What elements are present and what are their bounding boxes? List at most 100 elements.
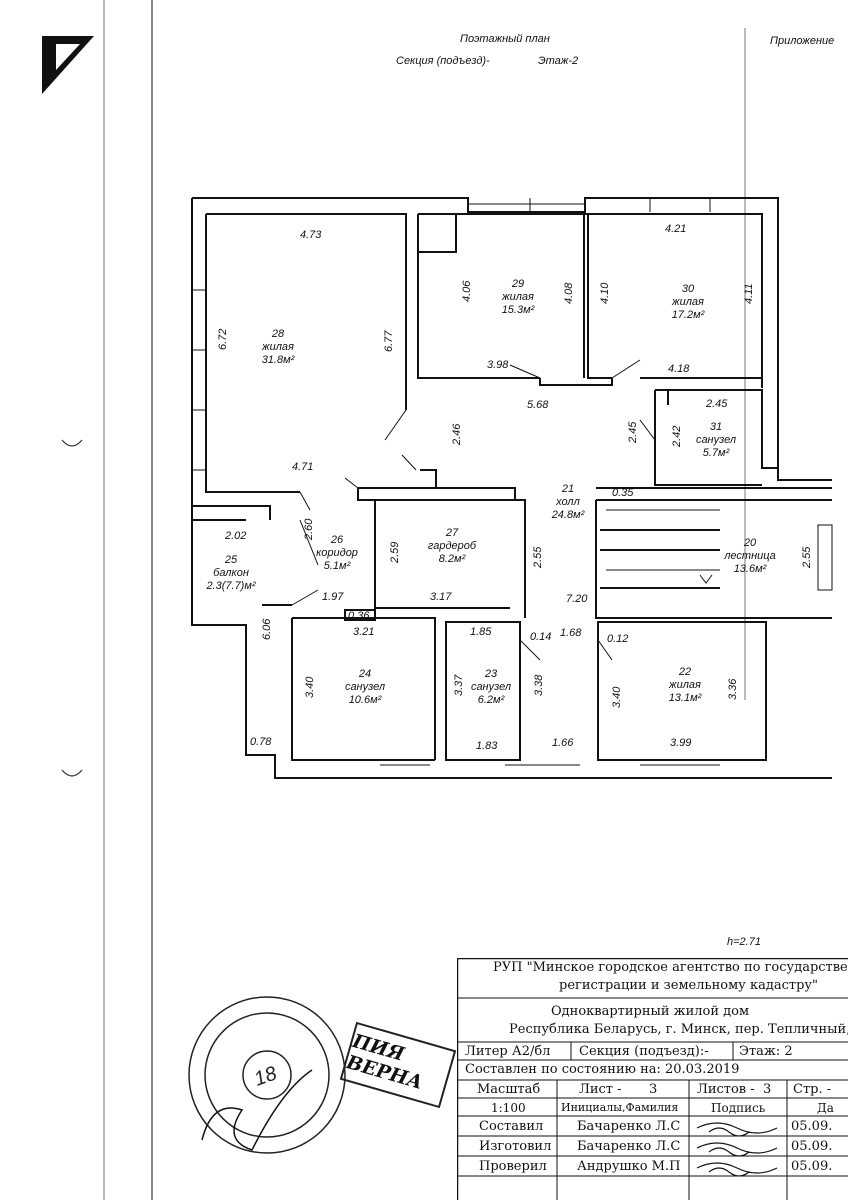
room-28-id: 28 xyxy=(271,328,285,340)
room-31-name: санузел xyxy=(695,434,737,446)
signature-header: Подпись xyxy=(711,1101,766,1115)
name-made: Бачаренко Л.С xyxy=(577,1139,681,1154)
room-23-name: санузел xyxy=(470,681,512,693)
role-checked: Проверил xyxy=(479,1159,547,1174)
room-31: 31 санузел 5.7м² xyxy=(683,421,749,460)
scale-value: 1:100 xyxy=(491,1101,526,1115)
room-29: 29 жилая 15.3м² xyxy=(483,278,553,317)
official-seal: 18 xyxy=(188,996,346,1154)
svg-text:1.83: 1.83 xyxy=(476,740,498,752)
svg-text:0.36: 0.36 xyxy=(348,610,370,622)
room-28: 28 жилая 31.8м² xyxy=(243,328,313,367)
room-22-area: 13.1м² xyxy=(668,692,702,704)
room-29-id: 29 xyxy=(511,278,525,290)
svg-text:4.11: 4.11 xyxy=(743,283,755,304)
svg-text:3.98: 3.98 xyxy=(487,359,509,371)
room-20-name: лестница xyxy=(724,550,776,562)
room-26-id: 26 xyxy=(330,534,344,546)
svg-text:2.45: 2.45 xyxy=(705,398,728,410)
room-30: 30 жилая 17.2м² xyxy=(653,283,723,322)
svg-text:4.06: 4.06 xyxy=(461,280,473,302)
room-29-name: жилая xyxy=(502,291,534,303)
svg-text:1.66: 1.66 xyxy=(552,737,574,749)
svg-text:4.08: 4.08 xyxy=(563,282,575,304)
room-27-name: гардероб xyxy=(427,540,477,552)
room-24-name: санузел xyxy=(344,681,386,693)
svg-text:3.38: 3.38 xyxy=(533,674,545,696)
svg-text:6.77: 6.77 xyxy=(383,330,395,352)
svg-text:4.10: 4.10 xyxy=(599,282,611,304)
svg-text:2.45: 2.45 xyxy=(627,421,639,444)
room-25-area: 2.3(7.7)м² xyxy=(206,580,256,592)
ceiling-height-note: h=2.71 xyxy=(727,936,761,948)
room-24-id: 24 xyxy=(358,668,372,680)
room-24: 24 санузел 10.6м² xyxy=(330,668,400,707)
svg-text:3.21: 3.21 xyxy=(353,626,374,638)
object-address: Республика Беларусь, г. Минск, пер. Тепл… xyxy=(509,1022,848,1037)
room-21-id: 21 xyxy=(561,483,575,495)
room-31-area: 5.7м² xyxy=(702,447,730,459)
names-header: Инициалы,Фамилия xyxy=(561,1101,679,1114)
room-26-area: 5.1м² xyxy=(323,560,351,572)
title-block-grid xyxy=(457,958,848,1200)
svg-text:5.68: 5.68 xyxy=(527,399,549,411)
room-26: 26 коридор 5.1м² xyxy=(302,534,372,573)
room-30-area: 17.2м² xyxy=(671,309,705,321)
room-30-id: 30 xyxy=(681,283,695,295)
svg-text:2.42: 2.42 xyxy=(671,426,683,448)
org-line-2: регистрации и земельному кадастру" xyxy=(559,978,819,993)
svg-text:0.12: 0.12 xyxy=(607,633,628,645)
room-23-id: 23 xyxy=(484,668,498,680)
liter-label: Литер А2/бл xyxy=(465,1044,551,1059)
date-composed: 05.09. xyxy=(791,1119,833,1134)
room-27: 27 гардероб 8.2м² xyxy=(417,527,487,566)
room-25-id: 25 xyxy=(224,554,238,566)
object-name: Одноквартирный жилой дом xyxy=(551,1004,750,1019)
svg-text:7.20: 7.20 xyxy=(566,593,588,605)
room-22-id: 22 xyxy=(678,666,692,678)
room-22-name: жилая xyxy=(669,679,701,691)
page-header: Стр. - xyxy=(793,1082,832,1097)
svg-text:3.17: 3.17 xyxy=(430,591,452,603)
svg-text:4.71: 4.71 xyxy=(292,461,313,473)
svg-text:6.06: 6.06 xyxy=(261,618,273,640)
svg-text:3.37: 3.37 xyxy=(453,674,465,696)
room-31-id: 31 xyxy=(709,421,723,433)
room-20: 20 лестница 13.6м² xyxy=(715,537,785,576)
svg-text:0.14: 0.14 xyxy=(530,631,551,643)
room-20-id: 20 xyxy=(743,537,757,549)
svg-text:2.60: 2.60 xyxy=(303,518,315,541)
room-28-area: 31.8м² xyxy=(261,354,295,366)
room-25: 25 балкон 2.3(7.7)м² xyxy=(196,554,266,593)
sheet-number: 3 xyxy=(649,1082,658,1097)
date-checked: 05.09. xyxy=(791,1159,833,1174)
svg-text:3.36: 3.36 xyxy=(727,678,739,700)
room-22: 22 жилая 13.1м² xyxy=(650,666,720,705)
section-label: Секция (подъезд)- xyxy=(396,55,490,67)
svg-text:6.72: 6.72 xyxy=(217,329,229,350)
org-line-1: РУП "Минское городское агентство по госу… xyxy=(493,960,848,975)
room-26-name: коридор xyxy=(316,547,358,559)
section-value: Секция (подъезд):- xyxy=(579,1044,709,1059)
floor-value: Этаж: 2 xyxy=(739,1044,793,1059)
scan-corner-mark xyxy=(42,36,94,94)
svg-text:4.21: 4.21 xyxy=(665,223,686,235)
svg-text:0.78: 0.78 xyxy=(250,736,272,748)
room-27-area: 8.2м² xyxy=(438,553,466,565)
date-made: 05.09. xyxy=(791,1139,833,1154)
svg-text:3.40: 3.40 xyxy=(304,676,316,698)
svg-text:1.85: 1.85 xyxy=(470,626,492,638)
sheets-count: 3 xyxy=(763,1082,772,1097)
floor-plan: 4.73 6.72 6.77 4.71 4.06 4.08 3.98 4.21 … xyxy=(191,197,833,779)
room-29-area: 15.3м² xyxy=(501,304,535,316)
scale-header: Масштаб xyxy=(477,1082,541,1097)
room-20-area: 13.6м² xyxy=(733,563,767,575)
svg-text:2.02: 2.02 xyxy=(224,530,246,542)
svg-text:4.73: 4.73 xyxy=(300,229,322,241)
role-composed: Составил xyxy=(479,1119,544,1134)
svg-text:1.97: 1.97 xyxy=(322,591,344,603)
svg-text:2.55: 2.55 xyxy=(801,546,813,569)
signatures xyxy=(696,1122,778,1177)
svg-text:1.68: 1.68 xyxy=(560,627,582,639)
room-30-name: жилая xyxy=(672,296,704,308)
